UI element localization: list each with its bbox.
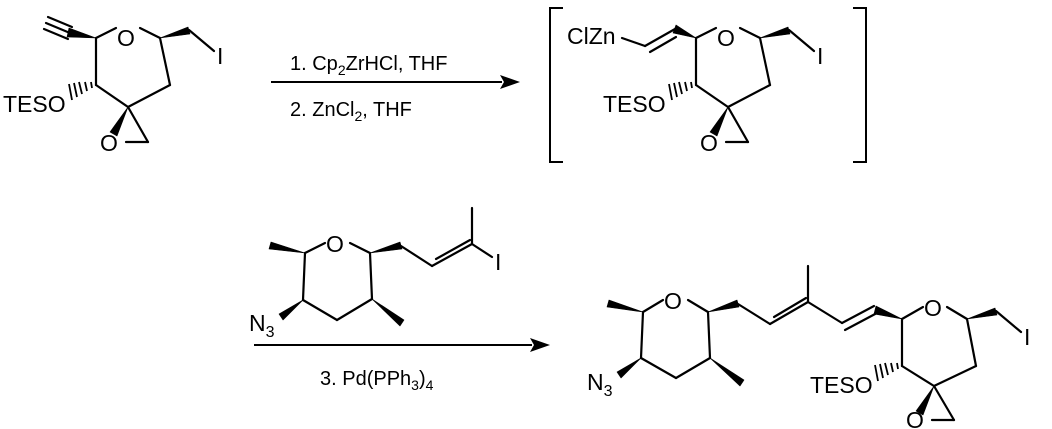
atom-epoxide-oxygen: O [100,130,118,156]
atom-azide: N3 [587,369,613,400]
reagent-2: 2. ZnCl2, THF [290,99,412,124]
reagent-1: 1. Cp2ZrHCl, THF [290,53,447,78]
atom-iodine: I [495,249,501,275]
atom-iodine: I [1024,324,1030,350]
hashed-bond [668,81,693,101]
atom-teso: TESO [810,372,873,398]
atom-iodine: I [217,43,223,69]
atom-epoxide-oxygen: O [906,407,924,429]
right-bracket [853,7,867,163]
atom-azide: N3 [249,310,275,341]
hashed-bond [874,362,899,382]
left-bracket [549,7,563,163]
reagent-3: 3. Pd(PPh3)4 [320,368,434,393]
atom-clzn: ClZn [567,23,616,49]
atom-right-ring-oxygen: O [924,295,942,321]
atom-epoxide-oxygen: O [700,130,718,156]
molecule-product: O N3 O I TESO O [587,264,1030,429]
atom-ring-oxygen: O [326,231,344,257]
molecule-vinyl-iodide: O I N3 [249,206,501,341]
hashed-bond [68,81,93,101]
molecule-vinylzinc-intermediate: ClZn O I TESO O [549,7,867,163]
atom-teso: TESO [603,91,666,117]
atom-ring-oxygen: O [117,25,135,51]
atom-teso: TESO [3,91,66,117]
reaction-arrow-2: 3. Pd(PPh3)4 [254,338,550,393]
molecule-alkyne-start: O I TESO O [3,15,223,156]
atom-ring-oxygen: O [717,25,735,51]
reaction-arrow-1: 1. Cp2ZrHCl, THF 2. ZnCl2, THF [271,53,520,124]
atom-iodine: I [817,43,823,69]
atom-left-ring-oxygen: O [664,288,682,314]
